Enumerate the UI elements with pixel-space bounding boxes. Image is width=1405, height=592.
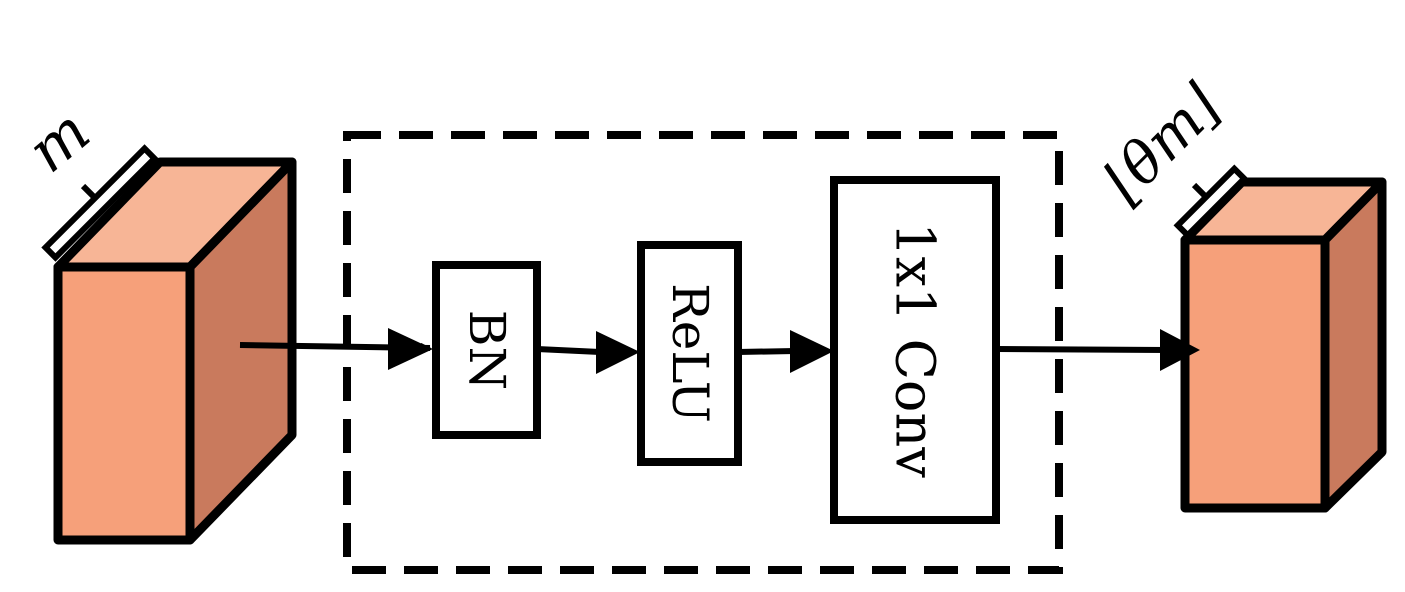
output-feature-cube [1180, 177, 1387, 513]
arrow-conv-to-output [996, 346, 1169, 353]
arrowhead-relu [596, 331, 640, 374]
bn-block [432, 261, 541, 439]
arrowhead-output [1160, 329, 1200, 371]
relu-block-label: ReLU [661, 283, 719, 423]
conv-block [830, 176, 1000, 524]
arrowhead-bn [388, 328, 433, 370]
bn-block-label: BN [458, 310, 516, 391]
output-cube-front [1180, 235, 1330, 513]
input-feature-cube [53, 157, 297, 545]
input-cube-front [53, 262, 195, 545]
conv-block-label: 1x1 Conv [884, 222, 947, 478]
arrow-relu-to-conv [737, 348, 796, 355]
arrowhead-conv [790, 330, 834, 373]
input-channel-label: m [15, 96, 104, 186]
output-channel-bracket [1173, 164, 1249, 240]
relu-block [637, 241, 742, 466]
output-cube-side [1320, 177, 1387, 513]
input-channel-bracket [41, 144, 159, 262]
arrow-bn-to-relu [536, 346, 601, 355]
